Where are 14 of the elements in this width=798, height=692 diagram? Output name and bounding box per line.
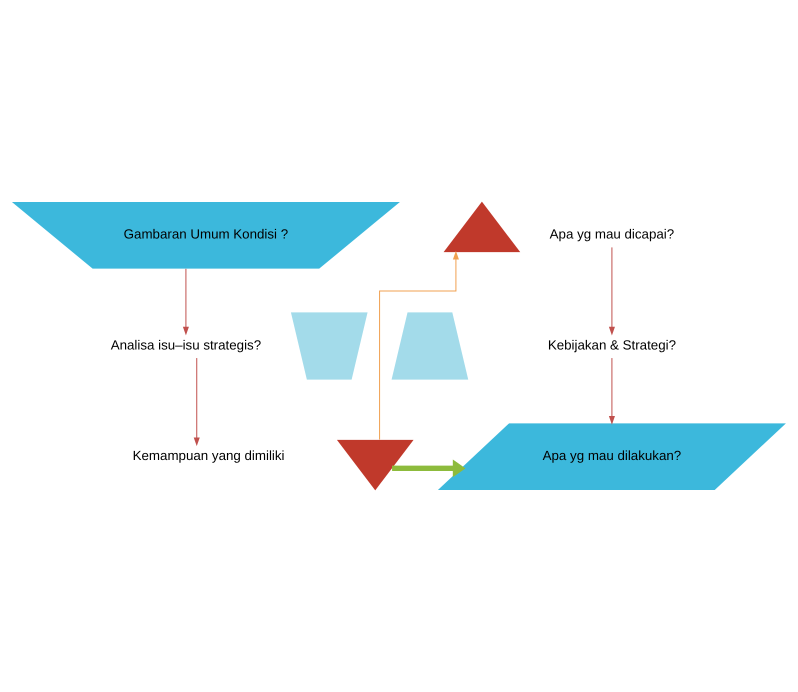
node-text: Kemampuan yang dimiliki bbox=[132, 448, 285, 463]
arrow bbox=[608, 246, 615, 336]
node-trapezoid bbox=[290, 312, 368, 380]
node-text: Apa yg mau dicapai? bbox=[550, 226, 674, 242]
arrow bbox=[182, 268, 189, 336]
node-text: Analisa isu–isu strategis? bbox=[110, 337, 262, 352]
node-trapezoid bbox=[392, 312, 468, 380]
arrow bbox=[392, 459, 466, 478]
arrow bbox=[608, 358, 615, 425]
node-text: Kebijakan & Strategi? bbox=[548, 337, 676, 352]
node-triangle bbox=[444, 202, 520, 252]
arrow bbox=[379, 250, 459, 440]
node-triangle bbox=[336, 440, 414, 490]
arrow bbox=[194, 358, 200, 446]
